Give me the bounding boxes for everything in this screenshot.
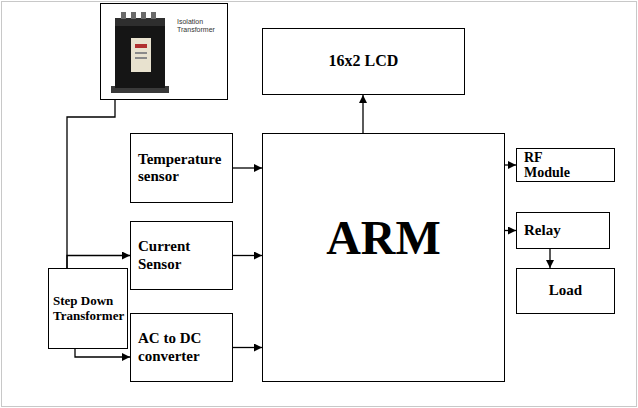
transformer-box: Step Down Transformer <box>48 268 128 349</box>
box-label: Temperature sensor <box>138 151 225 186</box>
connector-line <box>549 249 550 268</box>
controller-box: ARM <box>262 133 505 382</box>
box-label: AC to DC converter <box>138 330 225 365</box>
terminal <box>141 12 146 19</box>
connector-line <box>233 255 262 256</box>
connector-line <box>233 347 262 348</box>
module-box: RF Module <box>516 148 615 182</box>
relay-box: Relay <box>516 212 610 249</box>
sensor-box: Temperature sensor <box>130 133 233 203</box>
converter-box: AC to DC converter <box>130 313 233 382</box>
box-label: Step Down Transformer <box>53 294 124 324</box>
transformer-core <box>115 18 165 88</box>
terminal <box>151 12 156 19</box>
box-label: Relay <box>524 222 561 239</box>
connector-line <box>505 164 516 165</box>
connector-line <box>505 230 516 231</box>
nameplate-line <box>135 52 147 54</box>
core-top <box>115 18 165 26</box>
box-label: ARM <box>326 214 441 262</box>
load-box: Load <box>516 268 615 314</box>
connector-line <box>67 256 130 269</box>
display-box: 16x2 LCD <box>262 28 465 95</box>
terminal <box>131 12 136 19</box>
box-label: Current Sensor <box>138 238 225 273</box>
nameplate <box>131 38 151 72</box>
nameplate-mark <box>135 44 147 48</box>
connector-line <box>233 167 262 168</box>
nameplate-line <box>135 57 147 59</box>
connector-line <box>75 349 130 357</box>
box-label: Isolation Transformer <box>177 18 215 35</box>
sensor-box: Current Sensor <box>130 221 233 290</box>
box-label: RF Module <box>524 150 570 181</box>
terminal <box>121 12 126 19</box>
transformer-illustration <box>101 4 175 99</box>
connector-line <box>67 100 115 268</box>
connector-line <box>362 95 363 133</box>
box-label: Load <box>549 282 582 299</box>
picture-box: Isolation Transformer <box>100 3 228 100</box>
box-label: 16x2 LCD <box>329 52 399 70</box>
